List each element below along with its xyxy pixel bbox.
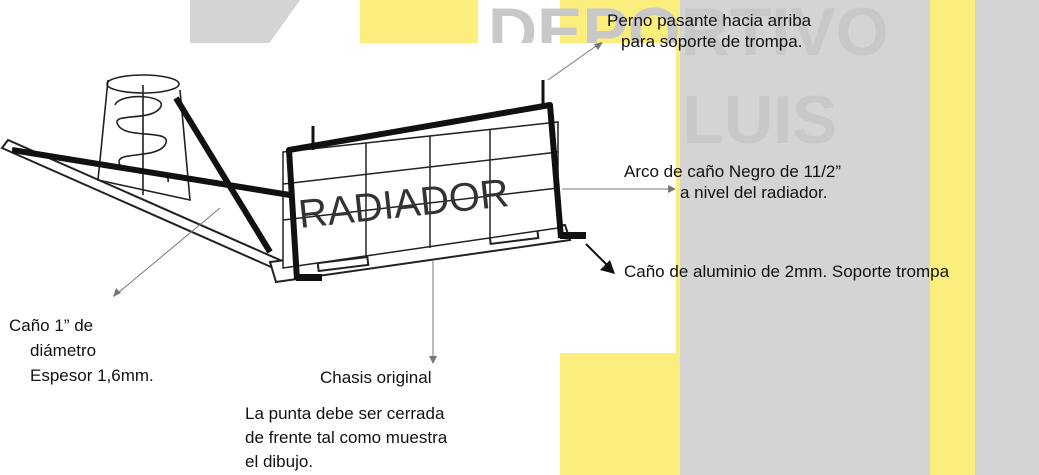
leader-aluminio-line	[585, 243, 609, 267]
gray-band-right	[975, 0, 1039, 475]
leader-chasis-head	[429, 356, 437, 364]
support-frame	[11, 80, 586, 281]
annotation-punta-line3: el dibujo.	[245, 452, 314, 471]
leader-lines	[113, 42, 676, 364]
gray-band-mid	[680, 0, 930, 475]
leader-arco-head	[668, 185, 676, 193]
annotation-aluminio-line1: Caño de aluminio de 2mm. Soporte trompa	[624, 262, 950, 281]
leader-cano	[117, 207, 221, 294]
annotation-perno-line2: para soporte de trompa.	[621, 32, 803, 51]
annotation-arco: Arco de caño Negro de 11/2” a nivel del …	[624, 161, 841, 203]
annotation-chasis: Chasis original	[320, 367, 432, 388]
leader-perno	[547, 45, 597, 81]
frame-arch	[286, 102, 564, 281]
annotation-perno: Perno pasante hacia arriba para soporte …	[607, 10, 811, 52]
yellow-band-3	[930, 0, 975, 475]
annotation-cano-line1: Caño 1” de	[9, 316, 94, 335]
annotation-punta: La punta debe ser cerrada de frente tal …	[245, 402, 447, 474]
frame-foot-right	[560, 232, 586, 239]
leader-cano-head	[113, 288, 121, 297]
annotation-aluminio: Caño de aluminio de 2mm. Soporte trompa	[624, 261, 949, 282]
leader-aluminio-head	[600, 260, 615, 274]
annotation-punta-line1: La punta debe ser cerrada	[245, 404, 445, 423]
spring-tower	[97, 74, 191, 202]
frame-lower-brace	[11, 147, 291, 198]
frame-diagonal-brace	[173, 96, 273, 254]
annotation-arco-line1: Arco de caño Negro de 11/2”	[624, 162, 842, 181]
annotation-cano: Caño 1” de diámetro Espesor 1,6mm.	[9, 313, 154, 388]
gray-band-left-diagonal	[222, 0, 300, 45]
tower-outline	[97, 79, 191, 202]
annotation-cano-line3: Espesor 1,6mm.	[30, 366, 154, 385]
annotation-arco-line2: a nivel del radiador.	[680, 183, 828, 202]
annotation-cano-line2: diámetro	[30, 341, 97, 360]
radiator-grid-h2	[282, 187, 559, 221]
radiator: RADIADOR	[282, 121, 559, 269]
radiator-grid-h1	[282, 151, 559, 185]
frame-foot-left	[296, 274, 322, 281]
annotation-punta-line2: de frente tal como muestra	[245, 428, 448, 447]
annotation-perno-line1: Perno pasante hacia arriba	[607, 11, 812, 30]
yellow-band-1	[360, 0, 478, 48]
leader-perno-head	[594, 42, 603, 50]
annotation-chasis-line1: Chasis original	[320, 368, 432, 387]
leader-aluminio	[585, 243, 615, 274]
